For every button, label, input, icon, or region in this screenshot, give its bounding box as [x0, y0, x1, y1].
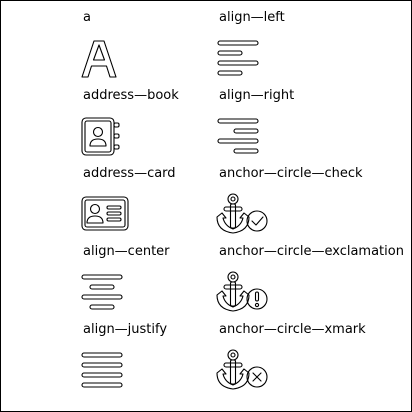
icon-label-a: a: [83, 10, 91, 25]
anchor-circle-check-icon: [216, 193, 268, 234]
letter-a-icon: [81, 40, 117, 78]
anchor-circle-exclamation-icon: [216, 271, 268, 312]
icon-label-align-left: align—left: [219, 10, 285, 25]
icon-label-align-right: align—right: [219, 88, 295, 103]
icon-label-address-card: address—card: [83, 166, 176, 181]
icon-label-anchor-circle-xmark: anchor—circle—xmark: [219, 322, 366, 337]
icon-label-align-center: align—center: [83, 244, 170, 259]
align-right-icon: [217, 118, 259, 154]
align-center-icon: [81, 274, 123, 310]
icon-label-anchor-circle-check: anchor—circle—check: [219, 166, 363, 181]
address-card-icon: [81, 196, 129, 231]
align-left-icon: [217, 40, 259, 76]
icon-label-address-book: address—book: [83, 88, 179, 103]
align-justify-icon: [81, 352, 123, 388]
address-book-icon: [81, 117, 120, 156]
icon-label-anchor-circle-exclamation: anchor—circle—exclamation: [219, 244, 404, 259]
anchor-circle-xmark-icon: [216, 349, 268, 390]
icon-label-align-justify: align—justify: [83, 322, 168, 337]
